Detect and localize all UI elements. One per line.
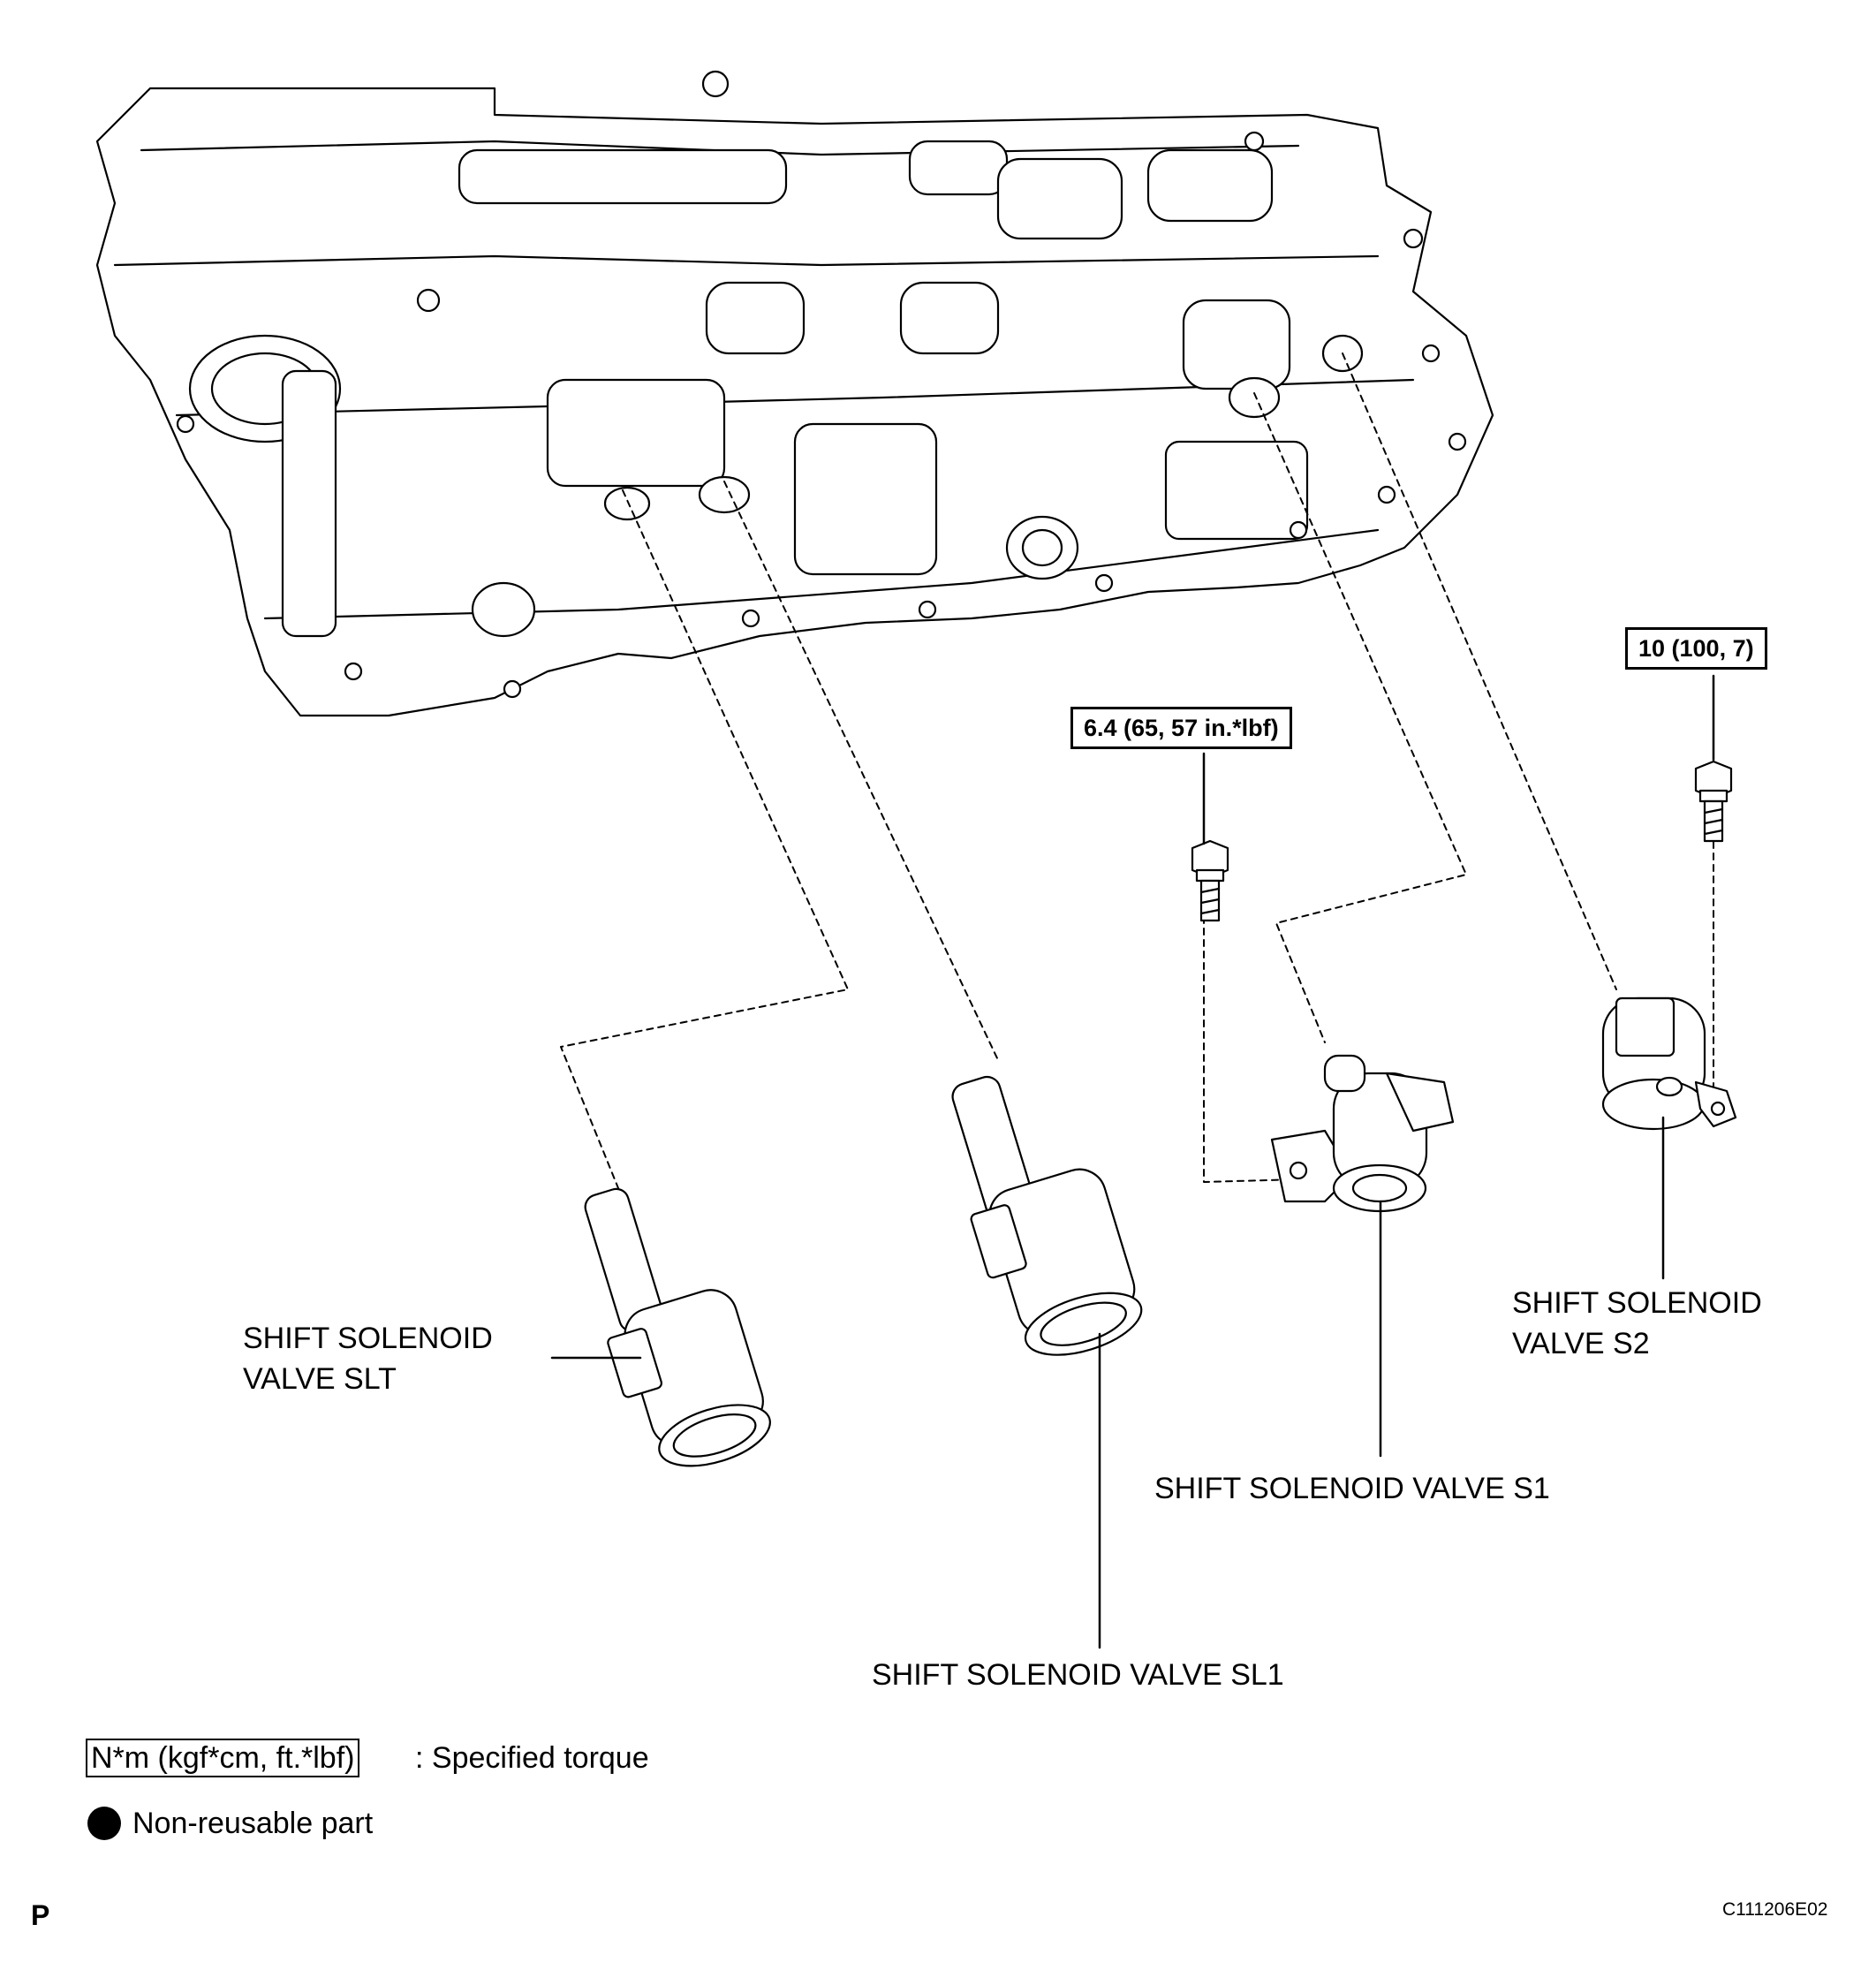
- label-s2-line2: VALVE S2: [1512, 1327, 1650, 1360]
- bolt-s1: [1191, 839, 1229, 922]
- label-solenoid-s1: SHIFT SOLENOID VALVE S1: [1154, 1472, 1550, 1505]
- legend-torque-unit-box: N*m (kgf*cm, ft.*lbf): [86, 1739, 360, 1777]
- torque-value-s2: 10 (100, 7): [1638, 635, 1754, 662]
- label-solenoid-slt: SHIFT SOLENOID VALVE SLT: [243, 1318, 493, 1399]
- solenoid-sl1: [951, 1075, 1143, 1356]
- label-solenoid-sl1: SHIFT SOLENOID VALVE SL1: [872, 1658, 1284, 1692]
- torque-callout-s2: 10 (100, 7): [1625, 627, 1767, 670]
- torque-callout-s1: 6.4 (65, 57 in.*lbf): [1070, 707, 1292, 749]
- legend-nonreusable-desc: Non-reusable part: [132, 1807, 374, 1840]
- non-reusable-part-icon: [87, 1807, 121, 1840]
- torque-value-s1: 6.4 (65, 57 in.*lbf): [1084, 715, 1279, 741]
- leader-lines: [550, 674, 1715, 1649]
- legend-torque-desc: : Specified torque: [415, 1741, 649, 1775]
- solenoid-s1: [1270, 1054, 1455, 1213]
- bolt-s2: [1694, 760, 1733, 843]
- figure-id: C111206E02: [1722, 1899, 1828, 1920]
- page-mark: P: [31, 1899, 50, 1931]
- solenoid-slt: [584, 1187, 771, 1467]
- label-s2-line1: SHIFT SOLENOID: [1512, 1286, 1762, 1320]
- label-solenoid-s2: SHIFT SOLENOID VALVE S2: [1512, 1283, 1762, 1364]
- valve-body: [95, 70, 1494, 717]
- label-slt-line2: VALVE SLT: [243, 1362, 397, 1396]
- legend-torque-unit: N*m (kgf*cm, ft.*lbf): [91, 1741, 355, 1775]
- guide-lines: [560, 352, 1714, 1189]
- label-slt-line1: SHIFT SOLENOID: [243, 1322, 493, 1355]
- solenoid-s2: [1601, 996, 1737, 1131]
